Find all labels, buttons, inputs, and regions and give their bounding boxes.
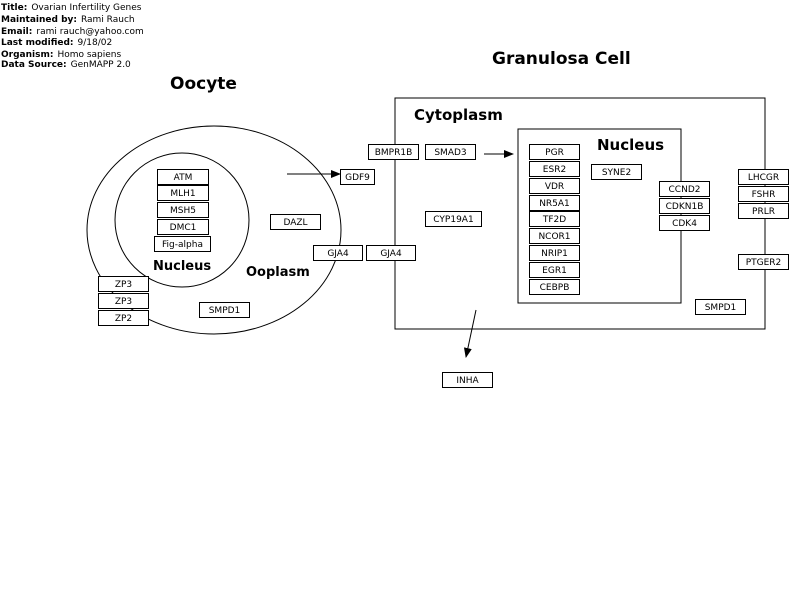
oocyte-label: Oocyte [170, 74, 237, 94]
gene-box-zp3-a[interactable]: ZP3 [98, 276, 149, 292]
cytoplasm-label: Cytoplasm [414, 106, 503, 124]
gene-box-gja4-oocyte[interactable]: GJA4 [313, 245, 363, 261]
oocyte-nucleus-label: Nucleus [153, 259, 212, 274]
gene-box-smpd1-granulosa[interactable]: SMPD1 [695, 299, 746, 315]
meta-title: Title:Ovarian Infertility Genes [1, 3, 142, 13]
gene-box-nrip1[interactable]: NRIP1 [529, 245, 580, 261]
gene-box-egr1[interactable]: EGR1 [529, 262, 580, 278]
gene-box-dmc1[interactable]: DMC1 [157, 219, 209, 235]
gene-box-cdk4[interactable]: CDK4 [659, 215, 710, 231]
gene-box-zp3-b[interactable]: ZP3 [98, 293, 149, 309]
gene-box-esr2[interactable]: ESR2 [529, 161, 580, 177]
gene-box-cdkn1b[interactable]: CDKN1B [659, 198, 710, 214]
gene-box-fshr[interactable]: FSHR [738, 186, 789, 202]
ooplasm-label: Ooplasm [246, 265, 310, 280]
gene-box-cyp19a1[interactable]: CYP19A1 [425, 211, 482, 227]
meta-maintained-by: Maintained by:Rami Rauch [1, 15, 135, 25]
gene-box-syne2[interactable]: SYNE2 [591, 164, 642, 180]
gene-box-lhcgr[interactable]: LHCGR [738, 169, 789, 185]
gene-box-smad3[interactable]: SMAD3 [425, 144, 476, 160]
gene-box-nr5a1[interactable]: NR5A1 [529, 195, 580, 211]
gene-box-tf2d[interactable]: TF2D [529, 211, 580, 227]
gene-box-vdr[interactable]: VDR [529, 178, 580, 194]
gene-box-ptger2[interactable]: PTGER2 [738, 254, 789, 270]
gene-box-dazl[interactable]: DAZL [270, 214, 321, 230]
arrow-to-inha [463, 309, 477, 358]
gene-box-pgr[interactable]: PGR [529, 144, 580, 160]
gene-box-gja4-granulosa[interactable]: GJA4 [366, 245, 416, 261]
meta-email: Email:rami rauch@yahoo.com [1, 27, 144, 37]
oocyte-nucleus-outline [114, 152, 250, 288]
meta-last-modified: Last modified:9/18/02 [1, 38, 113, 48]
granulosa-cell-label: Granulosa Cell [492, 49, 631, 69]
gene-box-inha[interactable]: INHA [442, 372, 493, 388]
oocyte-outline [86, 125, 342, 335]
meta-data-source: Data Source:GenMAPP 2.0 [1, 60, 131, 70]
gene-box-msh5[interactable]: MSH5 [157, 202, 209, 218]
gene-box-zp2[interactable]: ZP2 [98, 310, 149, 326]
gene-box-ncor1[interactable]: NCOR1 [529, 228, 580, 244]
granulosa-nucleus-label: Nucleus [597, 136, 665, 154]
meta-organism: Organism:Homo sapiens [1, 50, 122, 60]
gene-box-cebpb[interactable]: CEBPB [529, 279, 580, 295]
gene-box-gdf9[interactable]: GDF9 [340, 169, 375, 185]
gene-box-prlr[interactable]: PRLR [738, 203, 789, 219]
gene-box-smpd1-oocyte[interactable]: SMPD1 [199, 302, 250, 318]
gene-box-fig-alpha[interactable]: Fig-alpha [154, 236, 211, 252]
gene-box-bmpr1b[interactable]: BMPR1B [368, 144, 419, 160]
gene-box-ccnd2[interactable]: CCND2 [659, 181, 710, 197]
gene-box-atm[interactable]: ATM [157, 169, 209, 185]
gene-box-mlh1[interactable]: MLH1 [157, 185, 209, 201]
